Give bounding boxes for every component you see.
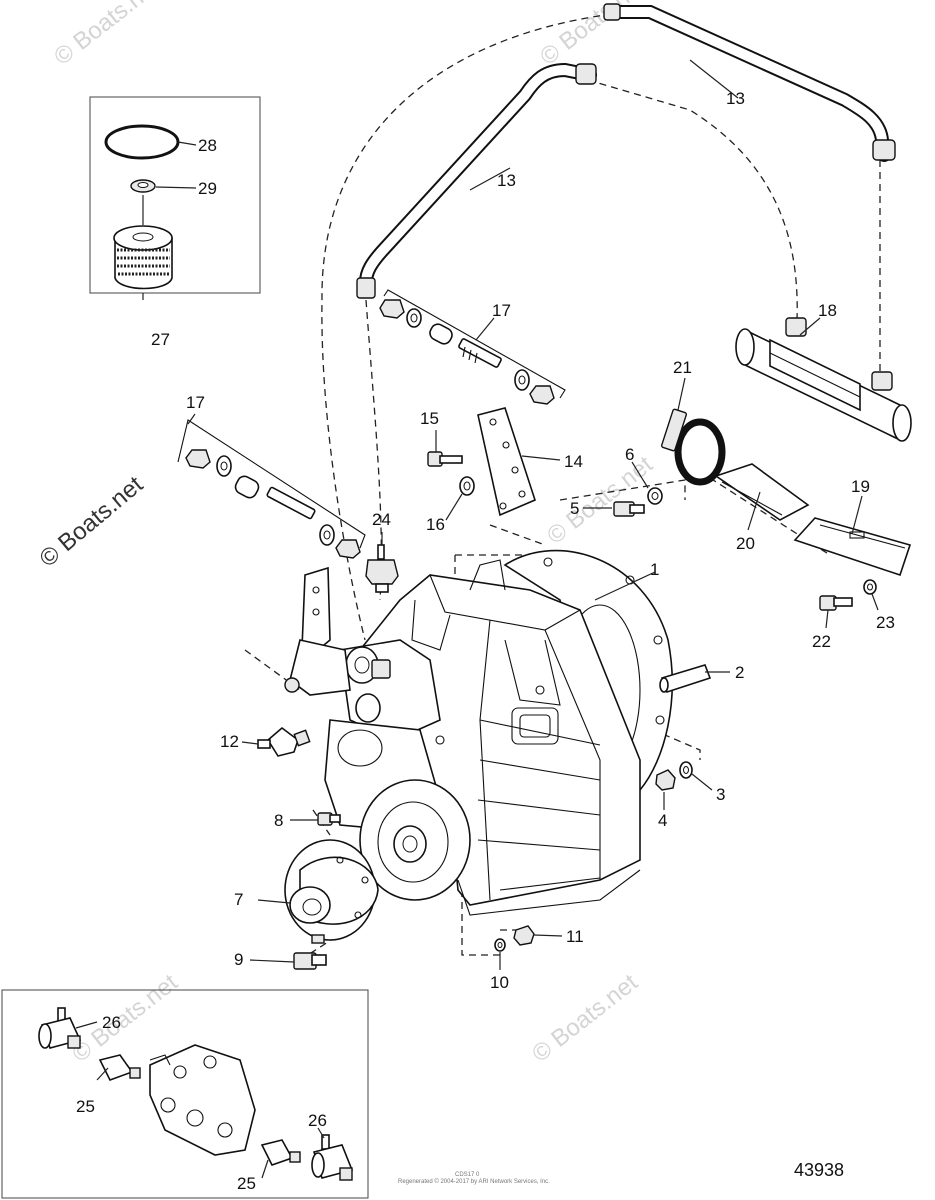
callout-28: 28 bbox=[198, 136, 217, 155]
callout-3: 3 bbox=[716, 785, 725, 804]
callout-25-right: 25 bbox=[237, 1174, 256, 1193]
solenoid-26-left bbox=[38, 1007, 82, 1049]
plate-14 bbox=[477, 407, 536, 517]
diagram-number: 43938 bbox=[794, 1160, 844, 1180]
hose-20 bbox=[714, 463, 810, 521]
callout-22: 22 bbox=[812, 632, 831, 651]
washer-3 bbox=[679, 761, 693, 779]
callout-20: 20 bbox=[736, 534, 755, 553]
sensor-24 bbox=[365, 544, 399, 593]
dowel-pin-2 bbox=[659, 664, 712, 694]
fitting-25-right bbox=[260, 1139, 301, 1166]
callout-26-left: 26 bbox=[102, 1013, 121, 1032]
watermark-center: © Boats.net bbox=[542, 451, 658, 550]
valve-body bbox=[149, 1044, 256, 1156]
hose-clamp-21 bbox=[660, 408, 726, 486]
callout-21: 21 bbox=[673, 358, 692, 377]
callout-labels: 1 2 3 4 5 6 7 8 9 10 11 12 13 13 14 15 1… bbox=[76, 89, 895, 1193]
hardware-kit-17-upper bbox=[379, 289, 566, 405]
callout-29: 29 bbox=[198, 179, 217, 198]
filter-inset bbox=[89, 96, 261, 300]
callout-14: 14 bbox=[564, 452, 583, 471]
bolt-8 bbox=[317, 812, 341, 826]
o-ring-28 bbox=[104, 124, 180, 160]
callout-12: 12 bbox=[220, 732, 239, 751]
callout-11: 11 bbox=[566, 927, 584, 946]
callout-26-right: 26 bbox=[308, 1111, 327, 1130]
leader-lines bbox=[75, 59, 879, 1179]
watermark-left: © Boats.net bbox=[35, 471, 149, 573]
oil-cooler-18 bbox=[735, 317, 912, 442]
callout-18: 18 bbox=[818, 301, 837, 320]
bracket-19 bbox=[793, 517, 912, 577]
callout-2: 2 bbox=[735, 663, 744, 682]
callout-27: 27 bbox=[151, 330, 170, 349]
callout-13-lower: 13 bbox=[497, 171, 516, 190]
coupler-7 bbox=[284, 839, 379, 944]
callout-5: 5 bbox=[570, 499, 579, 518]
callout-19: 19 bbox=[851, 477, 870, 496]
nut-4 bbox=[655, 769, 676, 791]
watermark-bottom-center: © Boats.net bbox=[527, 969, 643, 1068]
cooler-hose-lower-13 bbox=[356, 62, 597, 299]
watermark-bottom-left: © Boats.net bbox=[67, 969, 183, 1068]
callout-7: 7 bbox=[234, 890, 243, 909]
callout-1: 1 bbox=[650, 560, 659, 579]
callout-10: 10 bbox=[490, 973, 509, 992]
valve-inset-frame bbox=[1, 989, 369, 1199]
callout-17-left: 17 bbox=[186, 393, 205, 412]
valve-inset bbox=[1, 989, 369, 1199]
transmission-housing-1 bbox=[284, 549, 674, 916]
callout-24: 24 bbox=[372, 510, 391, 529]
bolt-9 bbox=[293, 952, 327, 970]
callout-15: 15 bbox=[420, 409, 439, 428]
callout-8: 8 bbox=[274, 811, 283, 830]
callout-6: 6 bbox=[625, 445, 634, 464]
washer-16 bbox=[459, 476, 475, 496]
hardware-kit-17-left bbox=[177, 419, 366, 559]
bolt-22 bbox=[819, 595, 853, 611]
cooler-hose-upper-13 bbox=[603, 3, 896, 162]
nut-11 bbox=[513, 925, 535, 946]
solenoid-26-right bbox=[311, 1134, 354, 1181]
washer-6 bbox=[647, 487, 663, 505]
bolt-15 bbox=[427, 451, 463, 467]
callout-13-upper: 13 bbox=[726, 89, 745, 108]
watermark-top-left: © Boats.net bbox=[49, 0, 165, 71]
callout-9: 9 bbox=[234, 950, 243, 969]
callout-23: 23 bbox=[876, 613, 895, 632]
callout-17-upper: 17 bbox=[492, 301, 511, 320]
callout-4: 4 bbox=[658, 811, 667, 830]
bolt-5 bbox=[613, 501, 645, 517]
temperature-switch-12 bbox=[257, 726, 311, 757]
fitting-25-left bbox=[98, 1054, 141, 1081]
filter-element-27 bbox=[113, 225, 173, 290]
callout-25-left: 25 bbox=[76, 1097, 95, 1116]
callout-16: 16 bbox=[426, 515, 445, 534]
washer-23 bbox=[863, 579, 877, 595]
footer-code: CDS17 0 bbox=[455, 1172, 480, 1178]
footer-copyright: Regenerated © 2004-2017 by ARI Network S… bbox=[398, 1178, 550, 1185]
filter-inset-frame bbox=[89, 96, 261, 294]
washer-10 bbox=[494, 938, 506, 952]
